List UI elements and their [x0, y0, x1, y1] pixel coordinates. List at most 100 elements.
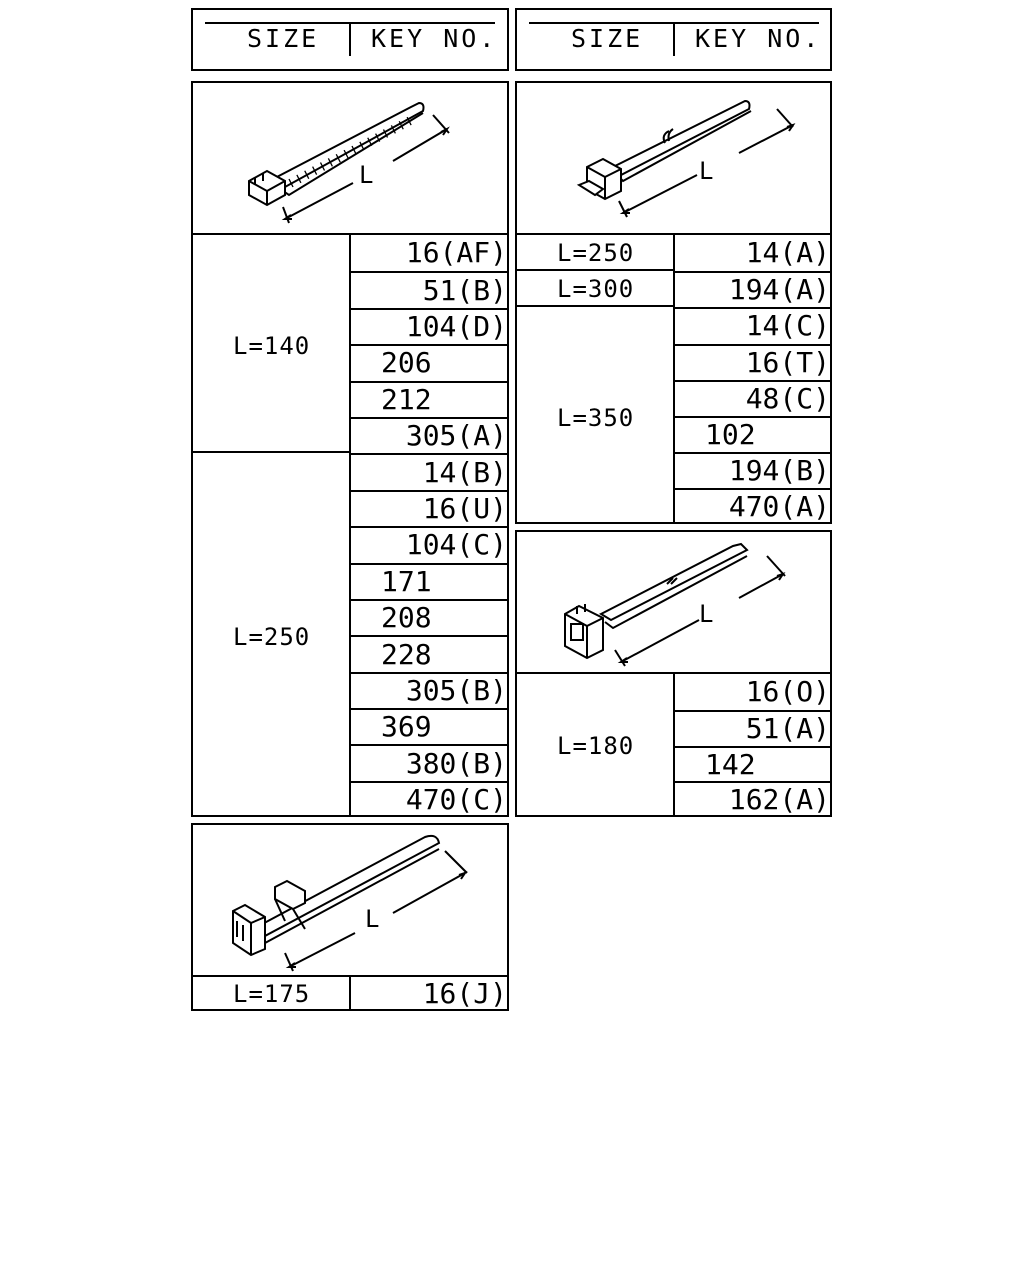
key-number-row: 470(A) — [675, 488, 830, 524]
size-header: SIZE — [571, 24, 644, 53]
key-number: 162 — [728, 783, 780, 817]
key-suffix: (B) — [456, 673, 507, 707]
key-number-row: 206 — [351, 344, 507, 380]
key-number-row: 102 — [675, 415, 830, 452]
key-number-row: 369 — [351, 708, 507, 744]
key-suffix: (B) — [456, 746, 507, 780]
size-cell: L=350 — [557, 404, 635, 432]
key-number-row: 48(C) — [675, 379, 830, 416]
key-number-row: 104(C) — [351, 526, 507, 562]
key-suffix: (C) — [456, 783, 507, 817]
key-column: 16(J) — [349, 975, 507, 1010]
cable-tie-drawing: L — [248, 101, 450, 224]
header-right: SIZE KEY NO. — [515, 8, 832, 71]
key-number: 305 — [405, 673, 457, 707]
key-suffix: (A) — [779, 490, 830, 524]
key-number-row: 470(C) — [351, 780, 507, 817]
key-number: 470 — [405, 783, 457, 817]
key-number: 369 — [381, 710, 432, 744]
key-suffix: (T) — [779, 345, 830, 379]
length-dimension-label: L — [365, 905, 379, 933]
key-number: 380 — [405, 746, 457, 780]
cable-tie-illustration: L — [193, 825, 507, 975]
key-number-row: 51(B) — [351, 271, 507, 307]
key-number: 14 — [745, 309, 780, 343]
key-no-header: KEY NO. — [695, 24, 822, 53]
key-suffix: (A) — [779, 783, 830, 817]
key-number-row: 16(T) — [675, 343, 830, 380]
cable-tie-table-2: L L=250 L=300 L=350 14(A)194(A)14(C)16(T… — [515, 81, 832, 524]
key-suffix: (A) — [779, 273, 830, 307]
length-dimension-label: L — [699, 157, 713, 185]
cable-tie-table-4: L L=175 16(J) — [191, 823, 509, 1011]
header-left: SIZE KEY NO. — [191, 8, 509, 71]
key-number: 142 — [705, 747, 756, 781]
key-number: 171 — [381, 564, 432, 598]
key-number-row: 380(B) — [351, 744, 507, 780]
key-number-row: 228 — [351, 635, 507, 671]
size-cell: L=250 — [557, 239, 635, 267]
size-cell: L=175 — [233, 980, 311, 1008]
key-number: 16 — [745, 674, 780, 708]
cable-tie-illustration: L — [193, 83, 507, 233]
key-number: 16 — [405, 236, 440, 270]
cable-tie-drawing: L — [576, 99, 796, 218]
key-number-row: 142 — [675, 745, 830, 782]
key-number: 104 — [405, 309, 457, 343]
key-number-row: 162(A) — [675, 781, 830, 817]
key-number: 102 — [705, 418, 756, 452]
key-suffix: (C) — [456, 528, 507, 562]
key-number: 14 — [745, 236, 780, 270]
key-number: 51 — [422, 273, 457, 307]
size-cell: L=140 — [233, 332, 311, 360]
cable-tie-drawing: L — [564, 542, 786, 667]
key-number-row: 16(AF) — [351, 235, 507, 271]
key-suffix: (B) — [456, 273, 507, 307]
key-suffix: (C) — [779, 309, 830, 343]
key-number-row: 171 — [351, 562, 507, 599]
key-number-row: 305(A) — [351, 416, 507, 453]
key-number: 16 — [745, 345, 780, 379]
key-suffix: (U) — [456, 491, 507, 525]
key-number: 194 — [728, 454, 780, 488]
key-suffix: (AF) — [439, 236, 507, 270]
key-number: 104 — [405, 528, 457, 562]
key-number: 16 — [422, 977, 457, 1010]
size-cell: L=250 — [233, 623, 311, 651]
key-number-row: 14(B) — [351, 453, 507, 489]
key-number-row: 14(A) — [675, 235, 830, 271]
key-number-row: 104(D) — [351, 307, 507, 344]
key-number-row: 51(A) — [675, 709, 830, 746]
key-number: 305 — [405, 419, 457, 453]
key-number: 228 — [381, 637, 432, 671]
size-header: SIZE — [247, 24, 320, 53]
key-number: 194 — [728, 273, 780, 307]
key-suffix: (A) — [456, 419, 507, 453]
cable-tie-illustration: L — [517, 83, 830, 233]
key-number-row: 194(B) — [675, 452, 830, 488]
key-no-header: KEY NO. — [371, 24, 498, 53]
length-dimension-label: L — [699, 600, 713, 628]
length-dimension-label: L — [359, 161, 373, 189]
key-number-row: 208 — [351, 598, 507, 635]
key-number-row: 16(U) — [351, 489, 507, 526]
key-suffix: (B) — [779, 454, 830, 488]
key-number-row: 212 — [351, 380, 507, 417]
key-number: 206 — [381, 346, 432, 380]
key-number: 51 — [745, 711, 780, 745]
key-number: 14 — [422, 455, 457, 489]
key-number: 48 — [745, 381, 780, 415]
key-suffix: (A) — [779, 711, 830, 745]
key-number: 16 — [422, 491, 457, 525]
key-number-row: 305(B) — [351, 671, 507, 708]
key-number: 470 — [728, 490, 780, 524]
key-suffix: (A) — [779, 236, 830, 270]
cable-tie-illustration: L — [517, 532, 830, 672]
size-cell: L=300 — [557, 275, 635, 303]
size-cell: L=180 — [557, 732, 635, 760]
key-number-row: 16(O) — [675, 674, 830, 710]
